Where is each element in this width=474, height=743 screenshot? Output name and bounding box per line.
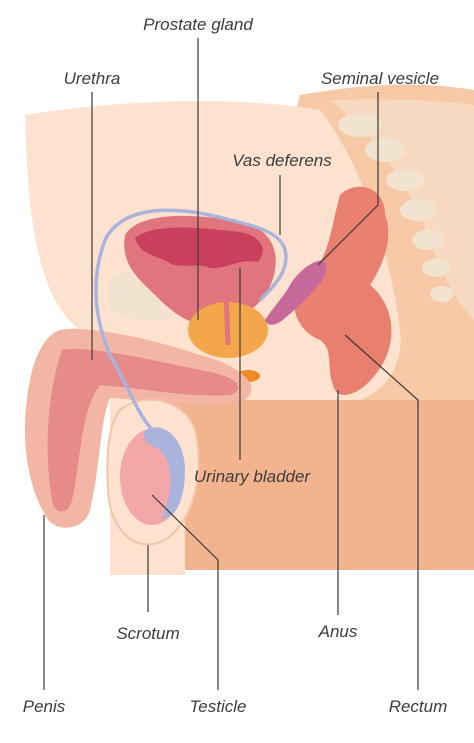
label-urinary-bladder: Urinary bladder [194, 467, 312, 486]
label-scrotum: Scrotum [116, 624, 179, 643]
label-penis: Penis [23, 697, 66, 716]
label-seminal-vesicle: Seminal vesicle [321, 69, 439, 88]
label-anus: Anus [318, 622, 358, 641]
label-vas-deferens: Vas deferens [232, 151, 332, 170]
label-testicle: Testicle [189, 697, 246, 716]
label-prostate-gland: Prostate gland [143, 15, 253, 34]
label-urethra: Urethra [64, 69, 121, 88]
label-rectum: Rectum [389, 697, 448, 716]
urethra-segment [225, 268, 228, 345]
